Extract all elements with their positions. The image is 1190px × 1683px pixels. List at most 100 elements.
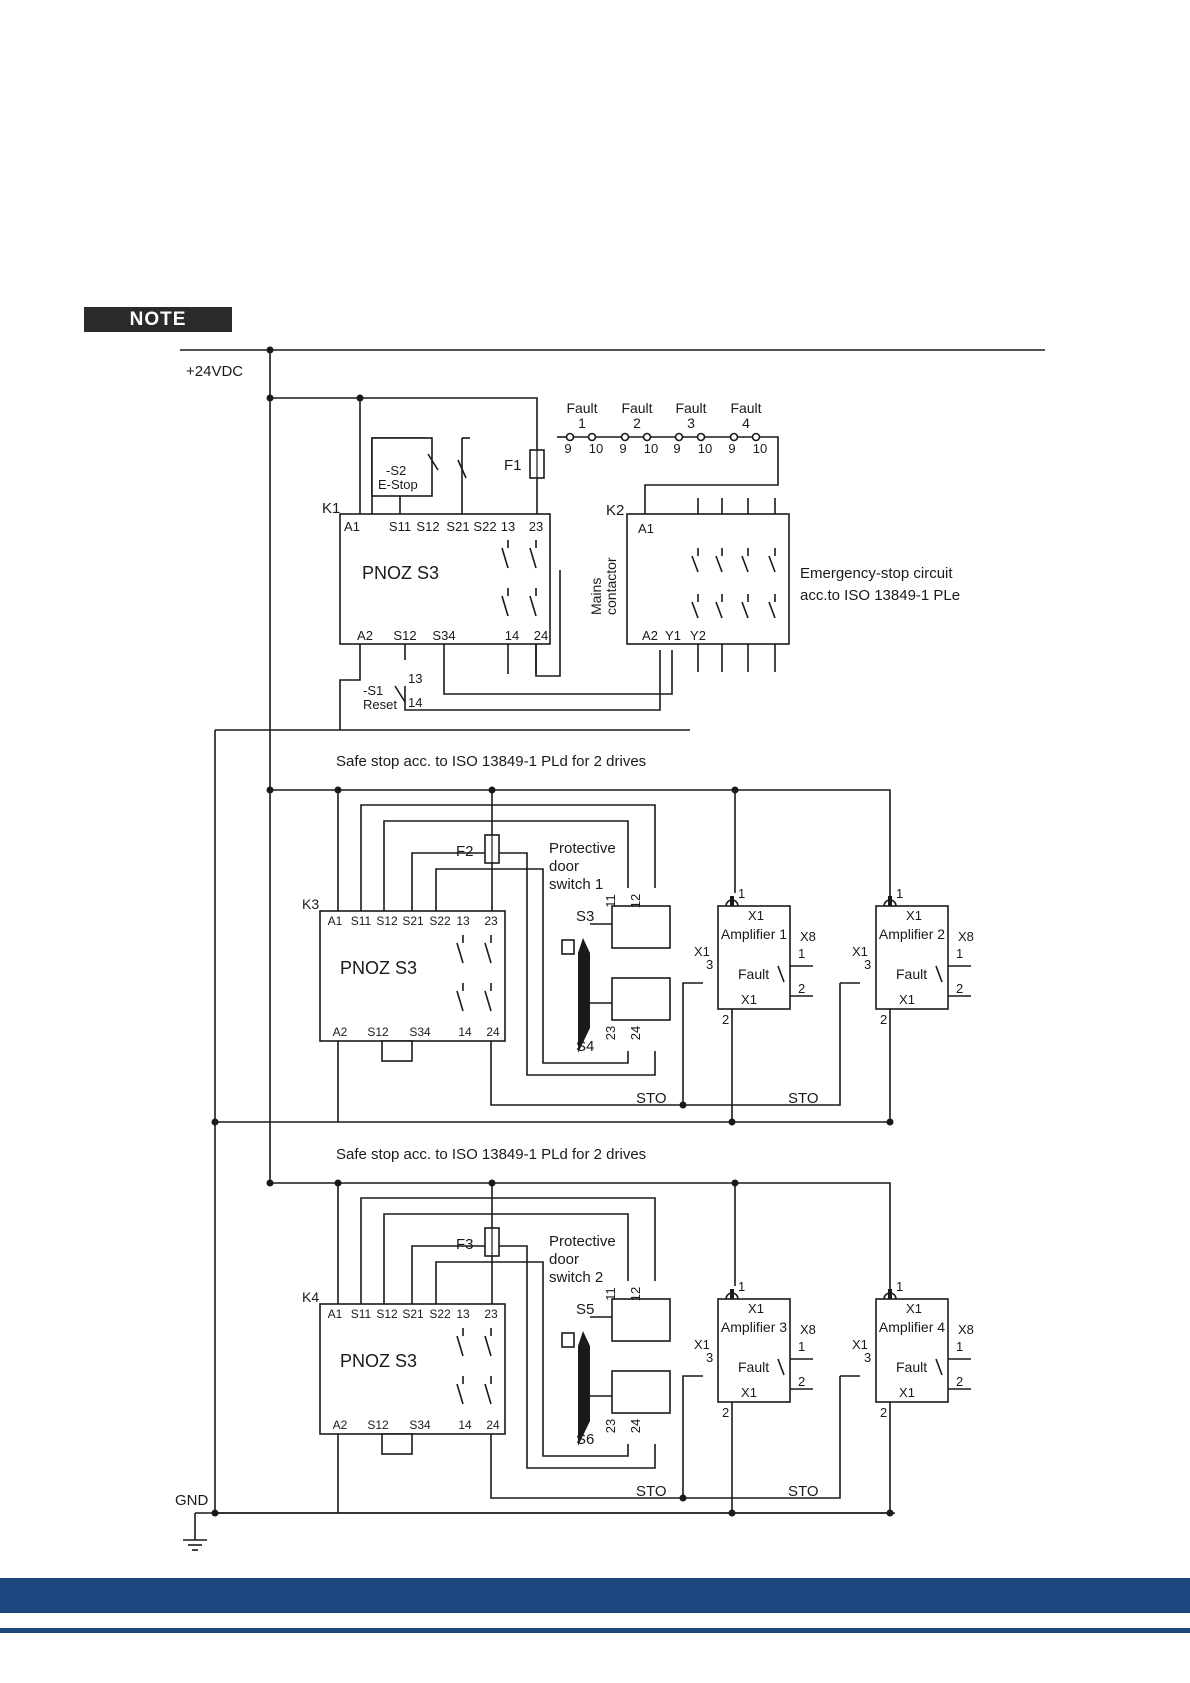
- sto-amp-1: [682, 982, 703, 1105]
- relay-bottom-terminal: 14: [458, 1418, 472, 1432]
- relay-top-terminal: S11: [351, 914, 372, 928]
- k1-top-terminal: S12: [416, 519, 439, 534]
- door-switch-label: switch 2: [549, 1269, 603, 1286]
- estop-contact-2: [457, 459, 467, 479]
- estop-contact: [427, 453, 439, 471]
- sto-amp-1: [682, 1375, 703, 1498]
- relay-top-terminal: S21: [402, 1307, 424, 1321]
- amp-pin: 2: [956, 1374, 963, 1389]
- k1-24-return: [535, 570, 561, 677]
- terminal-ring: [587, 432, 597, 442]
- amp-x1-label: X1: [694, 1337, 710, 1352]
- k2-terminal: Y1: [665, 628, 681, 643]
- fault-label: Fault: [675, 400, 706, 416]
- switch-bottom-label: S6: [576, 1431, 594, 1448]
- k1-label: K1: [322, 500, 340, 517]
- fault-pin: 10: [644, 441, 658, 456]
- terminal-ring: [565, 432, 575, 442]
- k1-contact-13-14b: [501, 595, 509, 617]
- amplifier-box: [875, 905, 949, 1010]
- door-switch-label: door: [549, 858, 579, 875]
- reset-terminal: 14: [408, 695, 422, 710]
- relay-s21-wire: [411, 852, 656, 1076]
- relay-s22-wire: [435, 1261, 629, 1457]
- relay-name: PNOZ S3: [340, 958, 417, 978]
- junction-dot: [266, 1179, 274, 1187]
- k2-main-contact: [741, 601, 749, 619]
- relay-bottom-terminal: S12: [367, 1418, 389, 1432]
- junction-dot: [488, 1179, 496, 1187]
- k1-bottom-terminal: S34: [432, 628, 455, 643]
- safety-relay-box: [319, 1303, 506, 1435]
- switch-pin: 12: [628, 894, 643, 908]
- junction-dot: [356, 394, 364, 402]
- k2-main-contact: [715, 555, 723, 573]
- amp-x1-label: X1: [741, 992, 757, 1007]
- relay-bottom-terminal: A2: [333, 1418, 348, 1432]
- amp-pin: 3: [706, 1350, 713, 1365]
- connector-pin: [730, 1289, 734, 1299]
- amp-pin: 2: [880, 1012, 887, 1027]
- amp-x1-label: X1: [906, 908, 922, 923]
- door-switch-label: switch 1: [549, 876, 603, 893]
- section-supply-rail: [270, 1182, 891, 1291]
- mains-contactor-label: contactor: [603, 557, 619, 615]
- relay-name: PNOZ S3: [340, 1351, 417, 1371]
- relay-bottom-terminal: S12: [367, 1025, 389, 1039]
- switch-s-top-box: [611, 1298, 671, 1342]
- amp-pin: 1: [798, 1339, 805, 1354]
- section-title: Safe stop acc. to ISO 13849-1 PLd for 2 …: [336, 753, 646, 770]
- k1-contact-23-24: [529, 547, 537, 569]
- fault-num: 3: [687, 415, 695, 431]
- amp-pin: 1: [738, 1279, 745, 1294]
- k2-main-contact: [768, 601, 776, 619]
- amp-pin: 3: [706, 957, 713, 972]
- k2-terminal: A2: [642, 628, 658, 643]
- amp-pin: 2: [722, 1405, 729, 1420]
- relay-bottom-terminal: A2: [333, 1025, 348, 1039]
- switch-pin: 23: [603, 1419, 618, 1433]
- fuse-f1-label: F1: [504, 457, 522, 474]
- k2-terminal: Y2: [690, 628, 706, 643]
- reset-contact: [394, 685, 406, 703]
- amp-x8-label: X8: [958, 929, 974, 944]
- amp-x1-label: X1: [741, 1385, 757, 1400]
- sto-label: STO: [788, 1483, 819, 1500]
- sto-label: STO: [788, 1090, 819, 1107]
- k1-top-terminal: A1: [344, 519, 360, 534]
- amp-pin: 1: [896, 1279, 903, 1294]
- estop-label: E-Stop: [378, 477, 418, 492]
- k1-contact-13-14: [501, 547, 509, 569]
- terminal-ring: [729, 432, 739, 442]
- amp-x1-label: X1: [899, 1385, 915, 1400]
- amp-x1-label: X1: [852, 1337, 868, 1352]
- relay-top-terminal: A1: [328, 914, 343, 928]
- relay-s11-wire: [360, 1197, 656, 1304]
- connector-pin: [888, 1289, 892, 1299]
- fault-label: Fault: [621, 400, 652, 416]
- footer-line: [0, 1628, 1190, 1633]
- amp-fault-label: Fault: [896, 966, 927, 982]
- amp-x1-label: X1: [748, 908, 764, 923]
- relay-s22-wire: [435, 868, 629, 1064]
- amp-pin: 3: [864, 957, 871, 972]
- amp-x1-label: X1: [906, 1301, 922, 1316]
- reset-wire: [339, 644, 361, 730]
- amp-fault-label: Fault: [738, 1359, 769, 1375]
- relay-top-terminal: 23: [484, 1307, 498, 1321]
- relay-top-terminal: S22: [429, 1307, 451, 1321]
- relay-contact: [456, 1383, 464, 1405]
- amp-fault-label: Fault: [896, 1359, 927, 1375]
- k1-bottom-terminal: S12: [393, 628, 416, 643]
- relay-reset-bridge: [381, 1040, 413, 1062]
- fault-pin: 9: [673, 441, 680, 456]
- relay-top-terminal: S12: [376, 914, 398, 928]
- lock-icon: [561, 1332, 575, 1348]
- circuit-note: acc.to ISO 13849-1 PLe: [800, 587, 960, 604]
- junction-dot: [731, 786, 739, 794]
- reset-label: Reset: [363, 697, 397, 712]
- amp-pin: 1: [956, 1339, 963, 1354]
- k1-bottom-terminal: 14: [505, 628, 519, 643]
- terminal-ring: [674, 432, 684, 442]
- relay-top-terminal: S12: [376, 1307, 398, 1321]
